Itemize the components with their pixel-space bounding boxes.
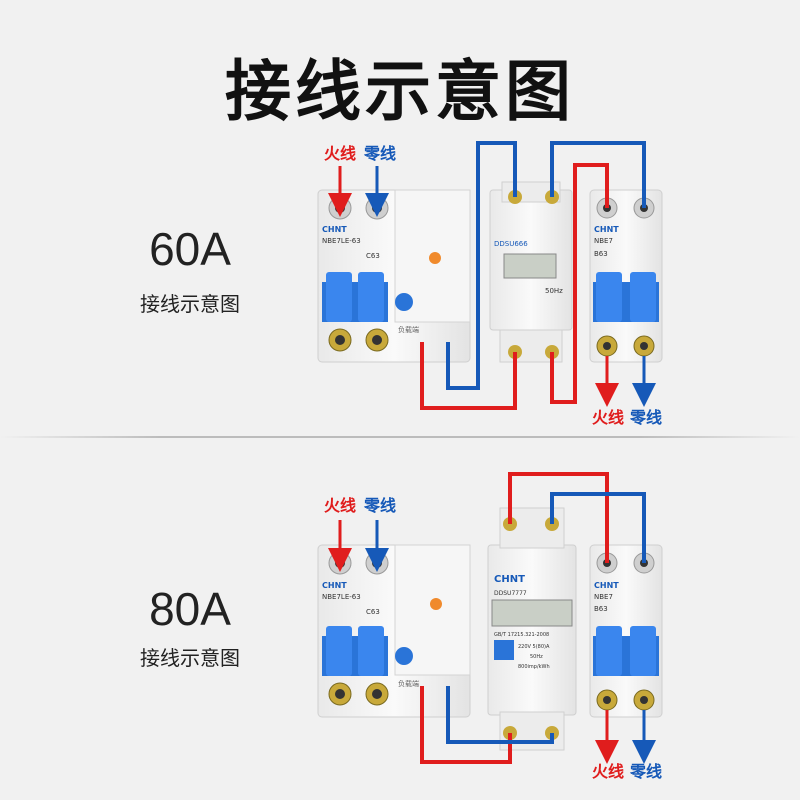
right-breaker-rating: B63 <box>594 250 608 258</box>
meter-freq-2: 50Hz <box>530 654 543 660</box>
live-in-label: 火线 <box>324 144 357 163</box>
neutral-wire-2 <box>550 141 646 208</box>
panel-60a: CHNT NBE7LE-63 C63 负载端 DDSU666 50Hz CHNT… <box>317 141 663 410</box>
neutral-wire-1 <box>446 141 517 390</box>
energy-meter <box>489 181 573 363</box>
panel-subtitle-2: 接线示意图 <box>140 646 240 670</box>
panel-subtitle: 接线示意图 <box>140 292 240 316</box>
left-breaker-rating-2: C63 <box>366 608 380 616</box>
live-in-label-2: 火线 <box>324 496 357 515</box>
right-breaker-model: NBE7 <box>594 237 613 245</box>
neutral-wire-4 <box>550 492 646 563</box>
neutral-out-label-2: 零线 <box>630 762 663 781</box>
meter-imp-2: 800imp/kWh <box>518 664 550 670</box>
live-out-label: 火线 <box>592 408 625 427</box>
meter-brand-2: CHNT <box>494 574 525 585</box>
left-breaker <box>317 189 471 363</box>
live-wire-1 <box>420 342 517 410</box>
meter-freq: 50Hz <box>545 287 563 295</box>
left-breaker-model: NBE7LE-63 <box>322 237 361 245</box>
panel-80a: CHNT NBE7LE-63 C63 负载端 CHNT DDSU7777 GB/… <box>317 472 663 764</box>
left-breaker-2 <box>317 544 471 718</box>
meter-model: DDSU666 <box>494 240 528 248</box>
energy-meter-2 <box>487 507 577 751</box>
amp-rating-80a: 80A <box>149 583 231 635</box>
left-breaker-bottom-2: 负载端 <box>398 679 419 688</box>
amp-rating-60a: 60A <box>149 223 231 275</box>
meter-std-2: GB/T 17215.321-2008 <box>494 632 549 638</box>
section-divider <box>0 436 800 438</box>
right-breaker-brand-2: CHNT <box>594 581 619 590</box>
live-out-label-2: 火线 <box>592 762 625 781</box>
right-breaker-rating-2: B63 <box>594 605 608 613</box>
meter-model-2: DDSU7777 <box>494 590 527 597</box>
neutral-in-label: 零线 <box>364 144 397 163</box>
neutral-in-label-2: 零线 <box>364 496 397 515</box>
neutral-wire-3 <box>446 686 554 744</box>
right-breaker-model-2: NBE7 <box>594 593 613 601</box>
left-breaker-rating: C63 <box>366 252 380 260</box>
left-breaker-brand: CHNT <box>322 225 347 234</box>
right-breaker-brand: CHNT <box>594 225 619 234</box>
right-breaker <box>589 189 663 363</box>
left-breaker-brand-2: CHNT <box>322 581 347 590</box>
live-wire-2 <box>550 163 609 404</box>
neutral-out-label: 零线 <box>630 408 663 427</box>
left-breaker-model-2: NBE7LE-63 <box>322 593 361 601</box>
right-breaker-2 <box>589 544 663 718</box>
left-breaker-bottom: 负载端 <box>398 325 419 334</box>
live-wire-4 <box>508 472 609 563</box>
page-title: 接线示意图 <box>225 53 575 130</box>
meter-volt-2: 220V 5(80)A <box>518 644 550 650</box>
live-wire-3 <box>420 686 512 764</box>
